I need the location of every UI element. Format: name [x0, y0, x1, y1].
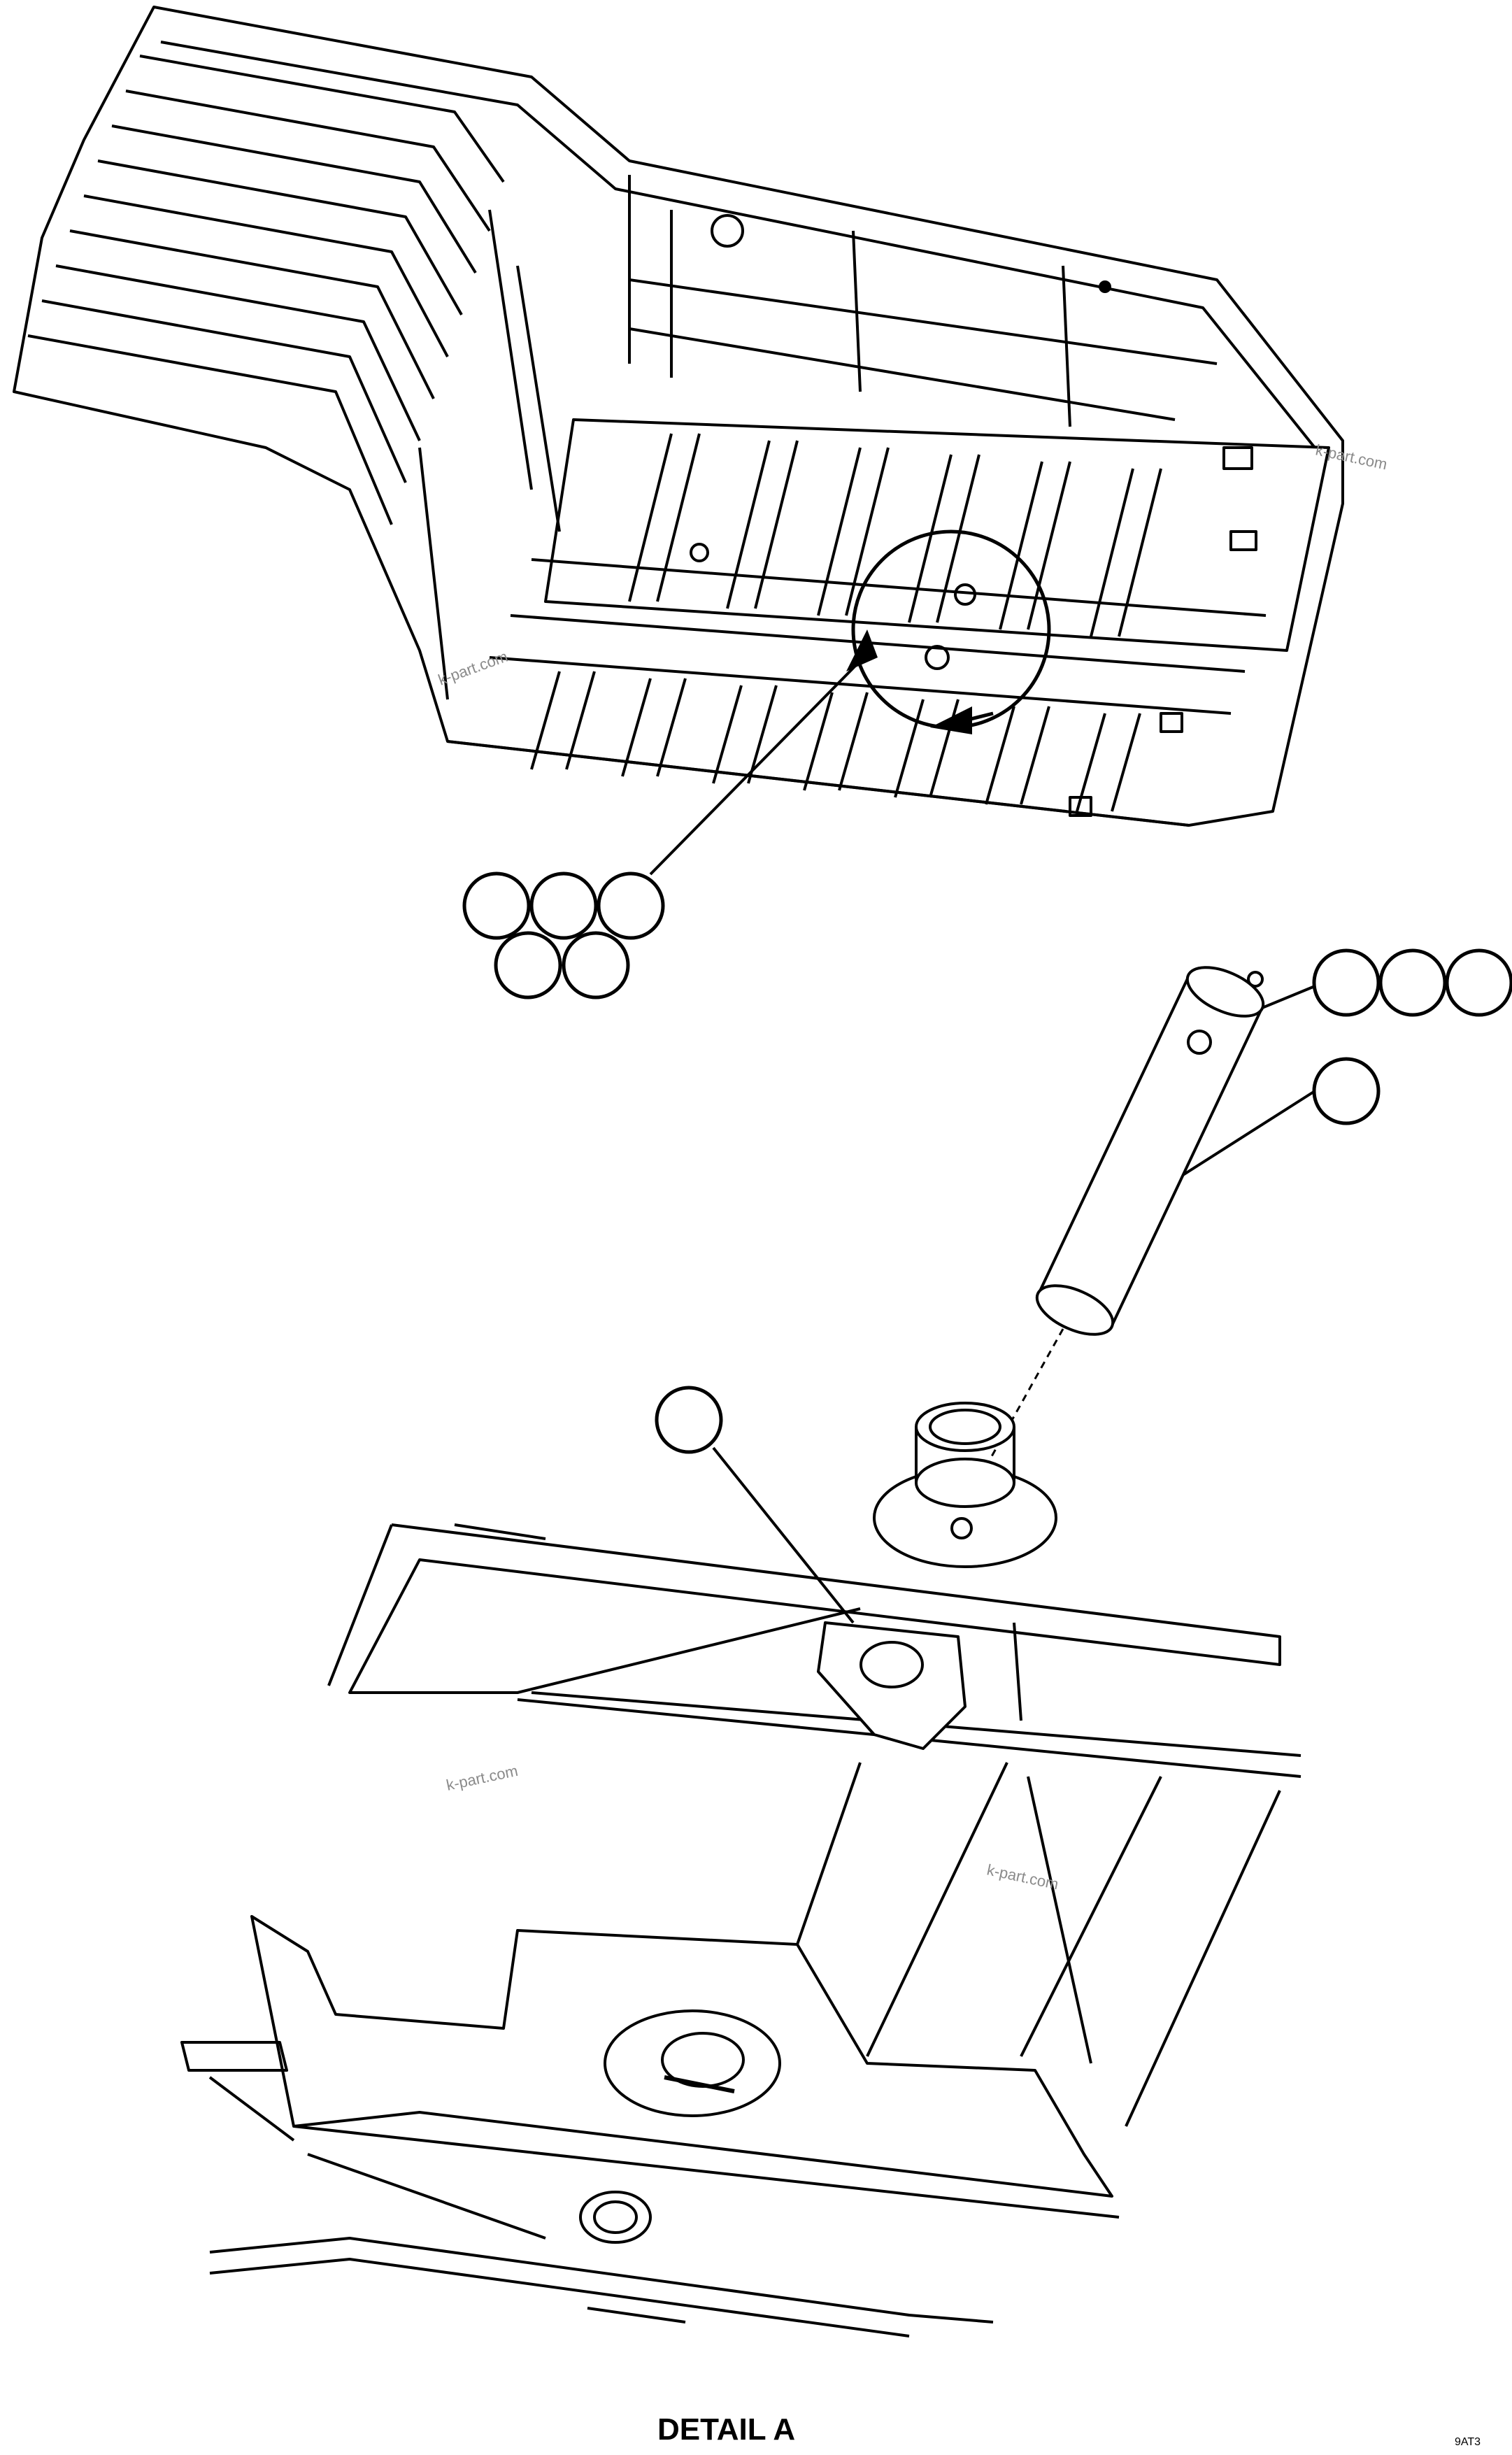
- watermark-2: k-part.com: [436, 648, 510, 689]
- lower-frame: [180, 1523, 1301, 2337]
- callout-a5: [562, 931, 630, 999]
- drawing-code: 9AT3: [1455, 2436, 1481, 2448]
- callout-a3: [597, 871, 665, 940]
- frame-assembly: [13, 6, 1344, 827]
- callout-b1: [1312, 948, 1381, 1017]
- detail-label: DETAIL A: [657, 2412, 795, 2447]
- watermark-3: k-part.com: [445, 1762, 520, 1794]
- callout-a4: [494, 931, 562, 999]
- callout-group-b: [1312, 948, 1512, 1017]
- callout-b2: [1378, 948, 1447, 1017]
- callout-b3: [1445, 948, 1512, 1017]
- callout-a1: [462, 871, 531, 940]
- callout-a2: [529, 871, 598, 940]
- callout-plate: [655, 1386, 723, 1454]
- bushing-part: [873, 1402, 1057, 1568]
- callout-group-a: [462, 871, 665, 999]
- pin-part: [1035, 966, 1265, 1336]
- callout-pin: [1312, 1057, 1381, 1125]
